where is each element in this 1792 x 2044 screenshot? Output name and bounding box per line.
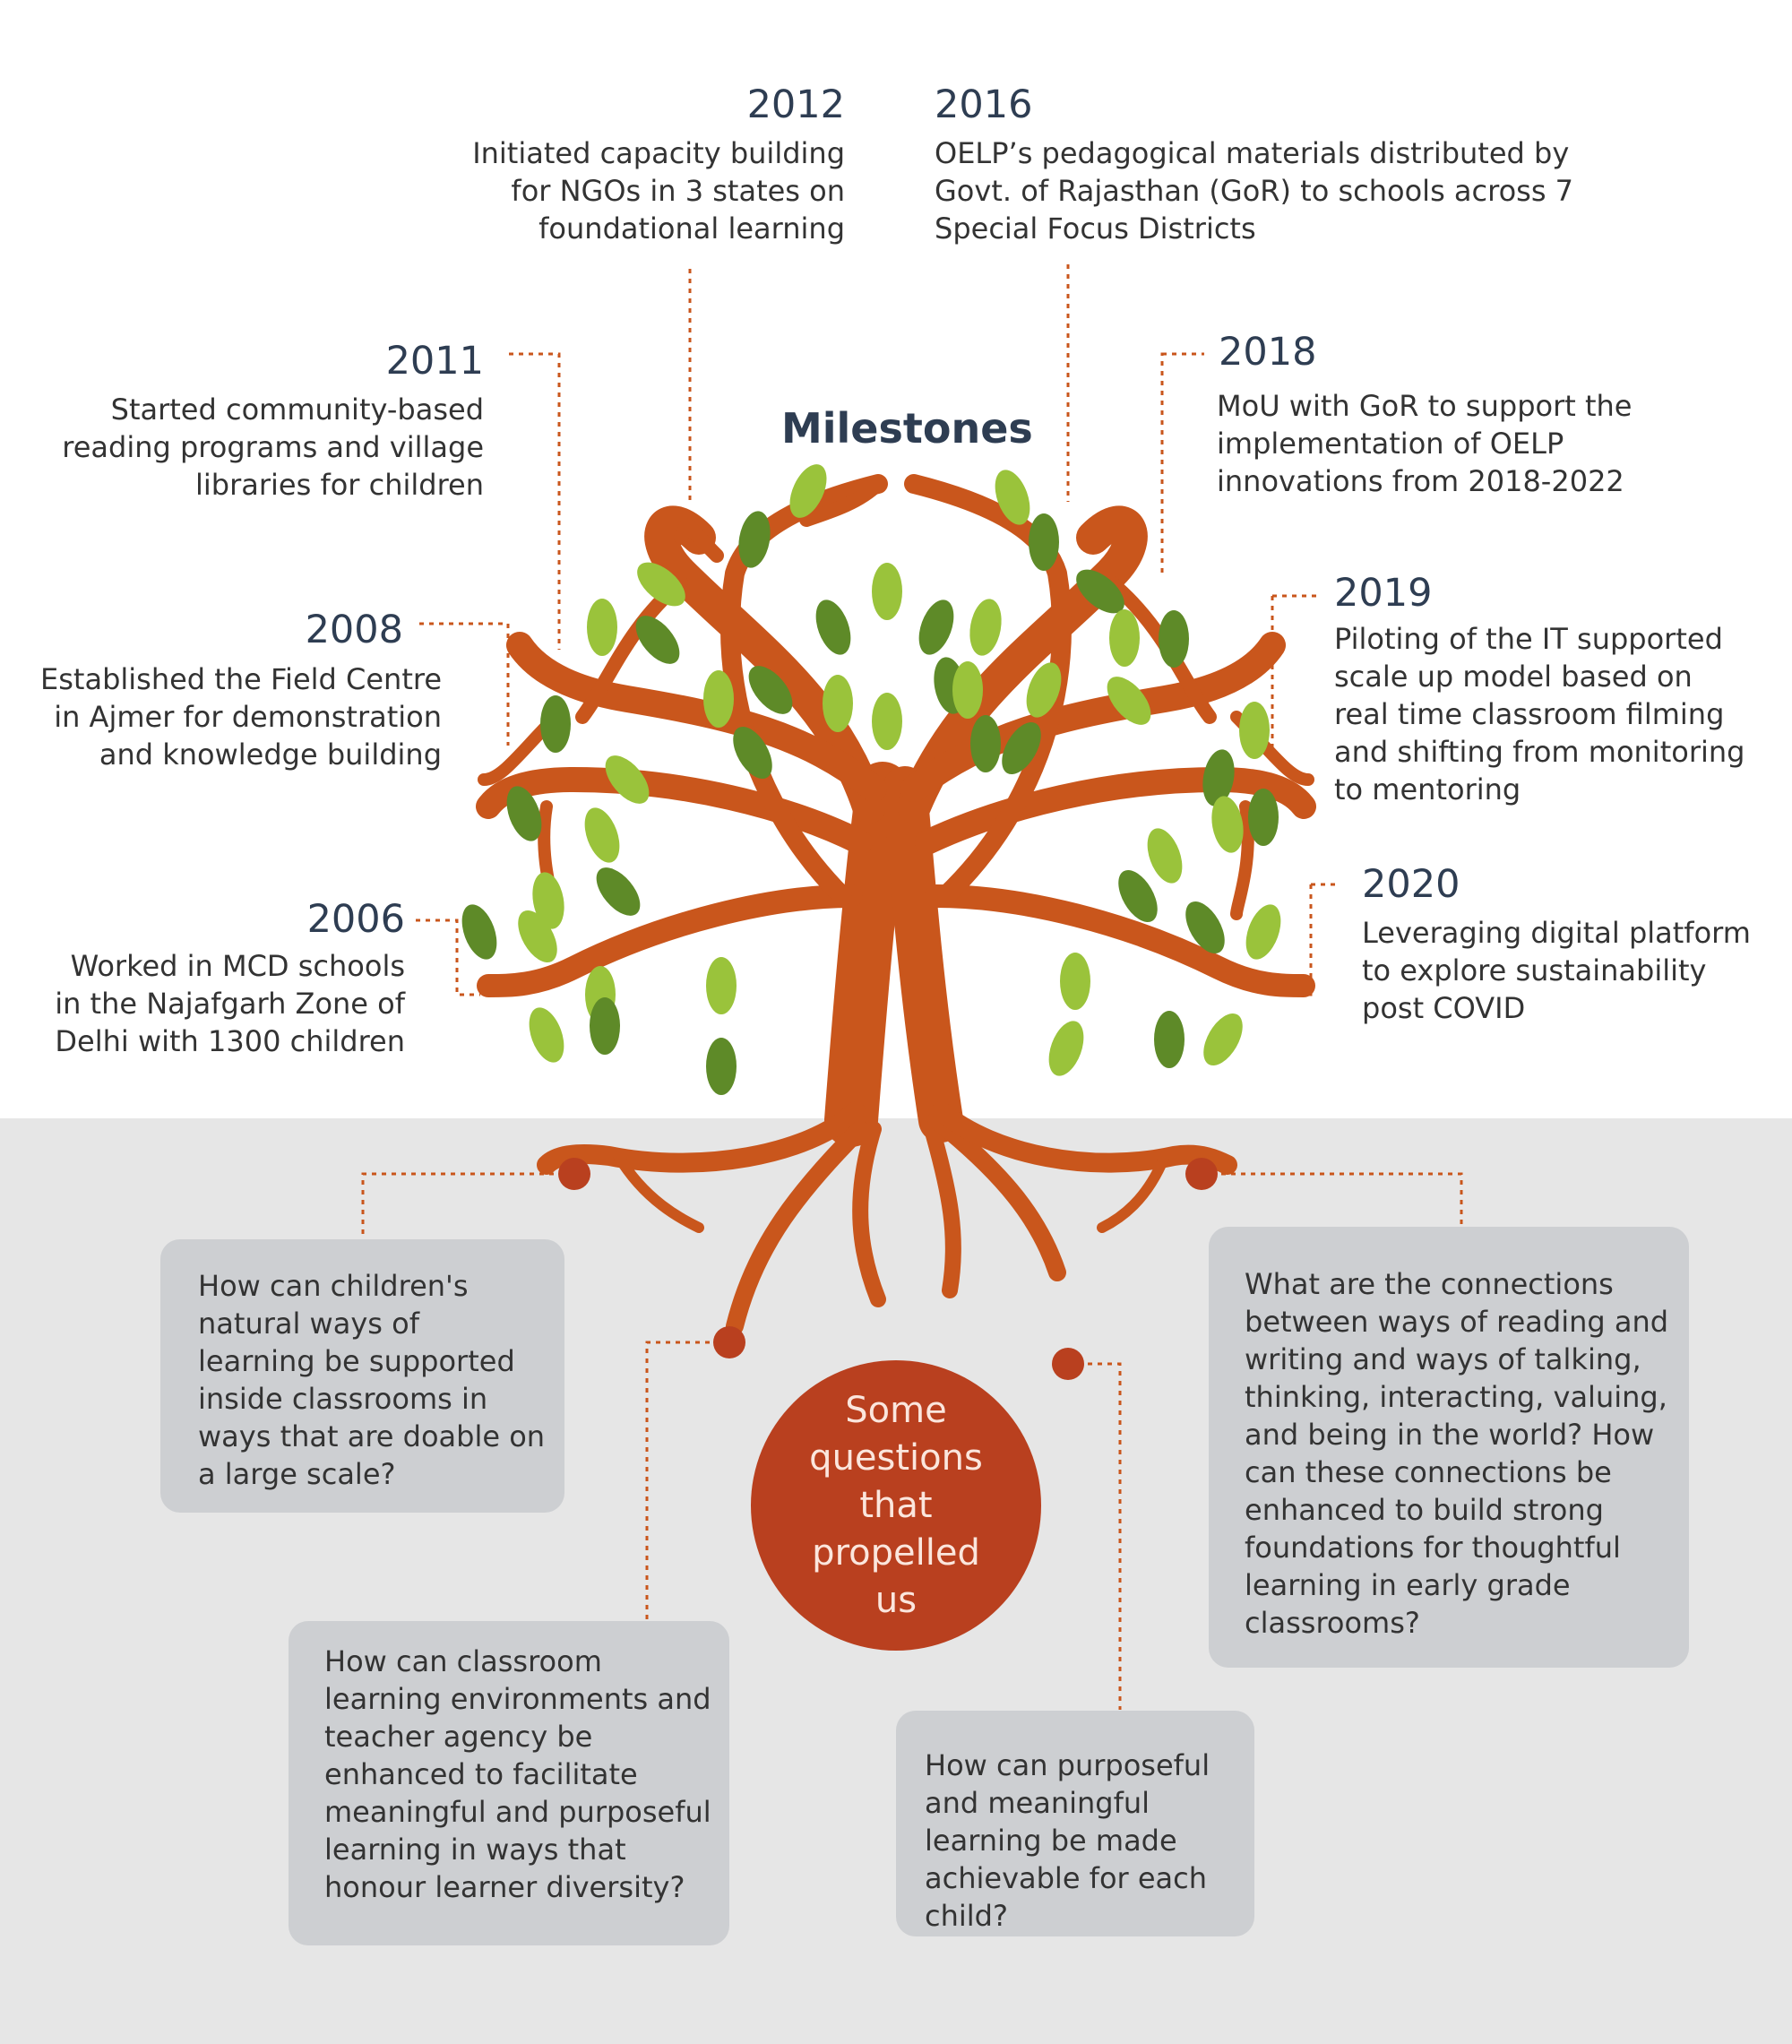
leaf-45 [1060,953,1090,1010]
leaf-5 [635,616,680,664]
leaf-30 [1159,610,1189,668]
leaf-24 [529,1007,564,1063]
leaf-8 [918,599,954,655]
root-dots [558,1158,1218,1380]
connector-2019 [1271,594,1317,753]
leaf-35 [1002,722,1041,774]
root-dot-3 [713,1326,745,1358]
leaf-50 [970,715,1001,772]
question-box-1: How can children's natural ways of learn… [160,1239,564,1513]
leaf-20 [596,867,641,916]
connector-2018 [1160,352,1204,574]
milestone-2012-text: Initiated capacity building for NGOs in … [472,136,845,246]
leaf-7 [815,599,851,655]
milestone-2016-text: OELP’s pedagogical materials distributed… [935,136,1574,246]
leaf-2 [738,511,771,568]
leaf-14 [540,695,571,753]
leaf-11 [703,670,734,728]
leaf-28 [1029,513,1059,571]
connector-q3 [645,1341,729,1620]
leaf-13 [605,755,650,804]
leaf-12 [733,727,772,779]
milestone-2006-text: Worked in MCD schools in the Najafgarh Z… [55,949,405,1058]
milestone-2011-text: Started community-based reading programs… [62,392,484,502]
root-dot-1 [558,1158,590,1190]
leaf-26 [872,693,902,750]
question-4-text: How can purposeful and meaningful learni… [925,1748,1210,1933]
year-2012: 2012 [746,82,845,127]
question-2-text: What are the connections between ways of… [1245,1267,1669,1640]
leaf-1 [789,464,827,518]
leaf-49 [952,661,983,719]
leaf-46 [1048,1021,1084,1076]
milestones-title: Milestones [781,404,1033,453]
connector-2006 [416,919,480,996]
leaf-42 [1118,870,1158,922]
leaf-47 [1154,1011,1185,1068]
leaf-10 [748,666,793,714]
leaf-29 [1076,569,1124,614]
year-2016: 2016 [935,82,1033,127]
leaf-32 [969,599,1002,656]
root-dot-4 [1052,1348,1084,1380]
leaf-34 [1026,662,1062,718]
root-dot-2 [1185,1158,1218,1190]
leaf-21 [706,957,737,1014]
leaf-37 [1239,702,1270,759]
question-box-2: What are the connections between ways of… [1209,1227,1689,1668]
leaf-48 [1203,1013,1243,1065]
center-question-label: Some questions that propelled us [809,1389,983,1621]
year-2011: 2011 [385,339,484,384]
connector-q4 [1068,1362,1122,1710]
milestone-2020-text: Leveraging digital platform to explore s… [1362,916,1751,1025]
year-2008: 2008 [305,608,403,652]
tree-leaves [461,464,1281,1095]
leaf-27 [995,470,1030,525]
center-question-circle: Some questions that propelled us [751,1360,1041,1651]
milestone-2008-text: Established the Field Centre in Ajmer fo… [40,662,442,772]
leaf-38 [1202,749,1235,806]
leaf-36 [1107,677,1151,725]
question-3-text: How can classroom learning environments … [324,1644,711,1904]
connector-2011 [509,352,561,650]
leaf-22 [706,1038,737,1095]
milestone-2019-text: Piloting of the IT supported scale up mo… [1334,622,1745,806]
leaf-39 [1211,796,1244,853]
leaf-9 [823,675,853,732]
question-box-3: How can classroom learning environments … [289,1621,729,1945]
year-2019: 2019 [1334,571,1433,616]
leaf-15 [506,786,542,841]
leaf-16 [584,807,620,863]
year-2006: 2006 [306,897,405,942]
question-1-text: How can children's natural ways of learn… [198,1269,546,1491]
leaf-25 [590,997,620,1055]
leaf-3 [637,562,685,607]
leaf-4 [587,599,617,656]
milestone-2018-text: MoU with GoR to support the implementati… [1217,389,1633,498]
leaf-17 [532,872,564,929]
leaf-6 [872,563,902,620]
connector-2008 [419,622,510,746]
question-box-4: How can purposeful and meaningful learni… [896,1711,1254,1936]
leaf-31 [1109,609,1140,667]
leaf-40 [1147,828,1183,884]
year-2018: 2018 [1219,330,1317,375]
connector-q1 [361,1172,573,1238]
leaf-44 [1245,904,1281,960]
connector-q2 [1202,1172,1463,1226]
leaf-19 [518,910,557,962]
connector-lines [361,264,1463,1710]
leaf-18 [461,904,497,960]
year-2020: 2020 [1362,862,1460,907]
leaf-41 [1248,789,1279,846]
leaf-43 [1185,901,1225,953]
